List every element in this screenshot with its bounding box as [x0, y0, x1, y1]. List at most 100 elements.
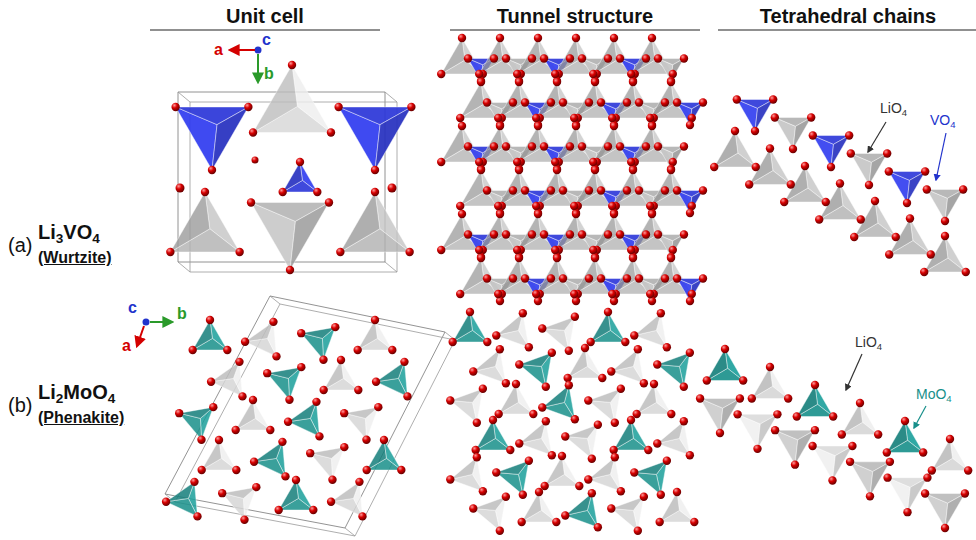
oxygen-atom [528, 230, 536, 238]
tetrahedron-face [545, 456, 565, 486]
oxygen-atom [561, 432, 569, 440]
axis-label: c [262, 30, 271, 49]
oxygen-atom [928, 466, 936, 474]
oxygen-atom [847, 149, 855, 157]
tetrahedron [614, 420, 649, 450]
oxygen-atom [475, 246, 483, 254]
oxygen-atom [358, 512, 366, 520]
tetrahedron [193, 320, 228, 350]
oxygen-atom [232, 466, 240, 474]
oxygen-atom [793, 412, 801, 420]
leader-arrow [868, 122, 886, 152]
oxygen-atom [502, 54, 510, 62]
tetrahedron [496, 313, 529, 347]
oxygen-atom [642, 142, 650, 150]
oxygen-atom [585, 186, 593, 194]
oxygen-atom [475, 70, 483, 78]
oxygen-atom [680, 54, 688, 62]
structure-type: (Phenakite) [38, 408, 124, 427]
tetrahedron-face [631, 214, 655, 250]
oxygen-atom [403, 392, 411, 400]
oxygen-atom [437, 158, 445, 166]
tetrahedron [588, 389, 621, 423]
oxygen-atom [871, 197, 879, 205]
oxygen-atom [629, 77, 637, 85]
tetrahedron [310, 447, 344, 480]
oxygen-atom [571, 415, 579, 423]
oxygen-atom [686, 451, 694, 459]
oxygen-atom [946, 435, 954, 443]
oxygen-atom [630, 331, 638, 339]
tetrahedron-face [222, 487, 256, 498]
oxygen-atom [496, 122, 504, 130]
oxygen-atom [648, 34, 656, 42]
tetrahedron [889, 172, 925, 204]
polyhedron-label: VO4 [930, 112, 956, 129]
unit-cell-frame [165, 92, 455, 536]
oxygen-atom [372, 378, 380, 386]
tetrahedron-face [588, 401, 615, 423]
oxygen-atom [673, 98, 681, 106]
frame-line [178, 92, 190, 102]
oxygen-atom [437, 70, 445, 78]
axis-origin [255, 47, 262, 54]
oxygen-atom [642, 230, 650, 238]
panel-letter: (a) [8, 233, 32, 257]
oxygen-atom [494, 114, 502, 122]
oxygen-atom [699, 274, 707, 282]
tetrahedron-face [634, 473, 661, 495]
tetrahedron-face [441, 126, 465, 162]
oxygen-atom [838, 430, 846, 438]
oxygen-atom [584, 396, 592, 404]
oxygen-atom [281, 472, 289, 480]
oxygen-atom [661, 186, 669, 194]
tetrahedron [344, 407, 378, 440]
oxygen-atom [502, 379, 510, 387]
oxygen-atom [306, 449, 314, 457]
oxygen-atom [690, 518, 698, 526]
tetrahedron-face [331, 482, 359, 502]
tetrahedron [714, 131, 756, 167]
oxygen-atom [588, 455, 596, 463]
oxygen-atom [673, 274, 681, 282]
tetrahedron-face [211, 362, 239, 382]
oxygen-atom [635, 98, 643, 106]
tetrahedron [932, 439, 968, 471]
oxygen-atom [604, 142, 612, 150]
tetrahedron-face [611, 349, 638, 371]
oxygen-atom [661, 98, 669, 106]
oxygen-atom [680, 383, 688, 391]
tetrahedron-face [612, 170, 636, 206]
oxygen-atom [551, 246, 559, 254]
tetrahedron-face [193, 320, 213, 350]
axis-label: c [128, 298, 137, 317]
annotations [137, 30, 976, 428]
oxygen-atom [269, 318, 277, 326]
oxygen-atom [362, 435, 370, 443]
oxygen-atom [483, 338, 491, 346]
column-heading: Tunnel structure [497, 4, 653, 28]
oxygen-atom [572, 209, 580, 217]
tetrahedron-face [793, 118, 811, 150]
tetrahedron-face [460, 258, 484, 294]
oxygen-atom [327, 498, 335, 506]
oxygen-atom [521, 186, 529, 194]
tetrahedron-face [498, 258, 522, 294]
tetrahedron-face [854, 201, 878, 237]
oxygen-atom [534, 297, 542, 305]
oxygen-atom [589, 246, 597, 254]
tetrahedron [813, 136, 849, 168]
tetrahedron-face [631, 126, 655, 162]
oxygen-atom [584, 475, 592, 483]
oxygen-atom [502, 492, 510, 500]
oxygen-atom [608, 290, 616, 298]
oxygen-atom [736, 394, 744, 402]
tetrahedron-face [593, 214, 617, 250]
oxygen-atom [578, 142, 586, 150]
oxygen-atom [328, 475, 336, 483]
oxygen-atom [252, 483, 260, 491]
oxygen-atom [611, 453, 619, 461]
oxygen-atom [388, 346, 396, 354]
tetrahedron-face [536, 258, 560, 294]
oxygen-atom [193, 512, 201, 520]
